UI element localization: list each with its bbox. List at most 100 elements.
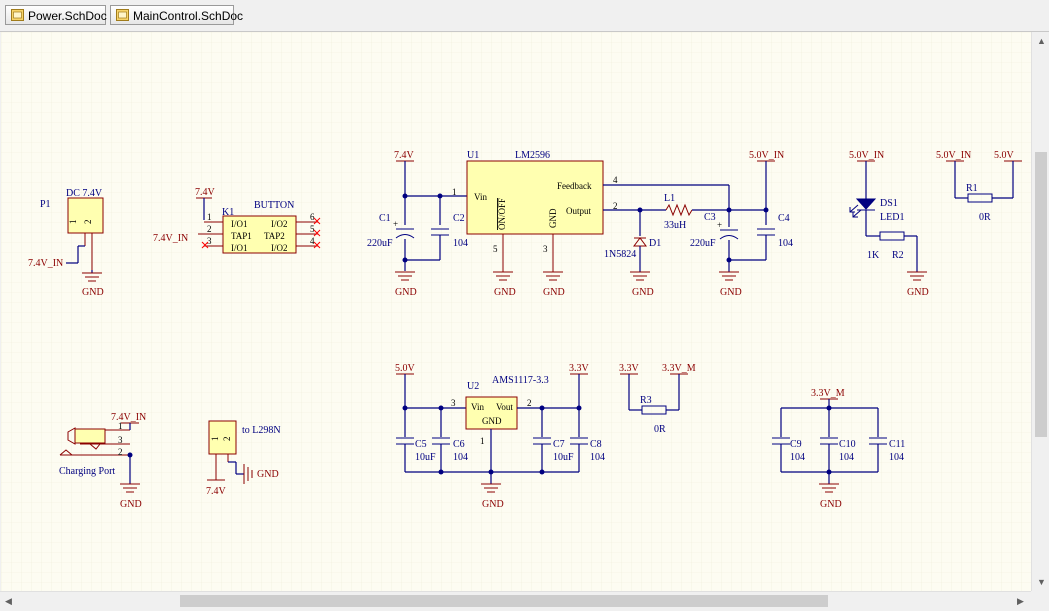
c5-value: 10uF bbox=[415, 452, 436, 463]
regulator-u2[interactable]: U2 AMS1117-3.3 Vin Vout GND 3 2 1 bbox=[451, 375, 549, 446]
svg-text:+: + bbox=[717, 220, 722, 230]
charging-port-label: Charging Port bbox=[59, 466, 115, 477]
led-ds1[interactable]: DS1 LED1 bbox=[849, 198, 904, 223]
c9-value: 104 bbox=[790, 452, 805, 463]
u2-pin1: 1 bbox=[480, 436, 485, 446]
net-7v4: 7.4V bbox=[195, 187, 216, 198]
c11-ref: C11 bbox=[889, 439, 905, 450]
c3-value: 220uF bbox=[690, 238, 716, 249]
charging-port[interactable]: 1 3 2 Charging Port bbox=[59, 421, 130, 477]
l1-ref: L1 bbox=[664, 193, 675, 204]
resistor-r3[interactable]: R3 0R bbox=[640, 395, 667, 435]
k1-tap2: TAP2 bbox=[264, 231, 285, 241]
horizontal-scroll-thumb[interactable] bbox=[180, 595, 828, 607]
u1-value: LM2596 bbox=[515, 150, 550, 161]
charging-pin1: 1 bbox=[118, 421, 123, 431]
c11-value: 104 bbox=[889, 452, 904, 463]
d1-value: 1N5824 bbox=[604, 249, 636, 260]
tab-maincontrol-schdoc[interactable]: MainControl.SchDoc bbox=[110, 5, 243, 25]
scroll-corner bbox=[1031, 591, 1049, 610]
decoupling-caps: 3.3V_M C9 104 C10 104 C11 104 bbox=[772, 388, 905, 510]
p1-value: DC 7.4V bbox=[66, 188, 103, 199]
net-7v4-in: 7.4V_IN bbox=[153, 233, 188, 244]
net-gnd: GND bbox=[82, 287, 104, 298]
c10-value: 104 bbox=[839, 452, 854, 463]
led-section: 5.0V_IN DS1 LED1 1K R2 GND bbox=[849, 150, 929, 298]
net-gnd: GND bbox=[494, 287, 516, 298]
u1-onoff-label: ON/OFF bbox=[497, 198, 507, 230]
net-5v0-in: 5.0V_IN bbox=[936, 150, 971, 161]
u1-ref: U1 bbox=[467, 150, 479, 161]
net-gnd: GND bbox=[120, 499, 142, 510]
u1-gnd-label: GND bbox=[548, 208, 558, 228]
u2-gnd-label: GND bbox=[482, 416, 502, 426]
k1-io1-a: I/O1 bbox=[231, 219, 248, 229]
r1-value: 0R bbox=[979, 212, 991, 223]
net-gnd: GND bbox=[395, 287, 417, 298]
k1-pin2: 2 bbox=[207, 224, 212, 234]
net-7v4: 7.4V bbox=[206, 486, 227, 497]
u1-vin-label: Vin bbox=[474, 192, 487, 202]
switch-k1[interactable]: 7.4V K1 BUTTON I/O1 I/O2 TAP1 TAP2 I/O1 … bbox=[153, 187, 321, 254]
horizontal-scrollbar[interactable]: ◀ ▶ bbox=[0, 591, 1031, 611]
net-3v3-m: 3.3V_M bbox=[811, 388, 845, 399]
capacitor-c1[interactable]: + C1 220uF bbox=[367, 213, 415, 249]
regulator-u1[interactable]: U1 LM2596 Vin ON/OFF GND Feedback Output… bbox=[452, 150, 618, 272]
c7-ref: C7 bbox=[553, 439, 565, 450]
k1-ref: K1 bbox=[222, 207, 234, 218]
scroll-up-icon[interactable]: ▲ bbox=[1037, 36, 1046, 46]
net-7v4-in: 7.4V_IN bbox=[111, 412, 146, 423]
r1-ref: R1 bbox=[966, 183, 978, 194]
k1-pin3: 3 bbox=[207, 236, 212, 246]
inductor-l1[interactable]: L1 33uH bbox=[664, 193, 693, 231]
r3-section: 3.3V 3.3V_M R3 0R bbox=[619, 363, 696, 435]
schematic-canvas[interactable]: P1 DC 7.4V 1 2 7.4V_IN GND 7.4V K1 BUTTO… bbox=[1, 32, 1031, 591]
k1-tap1: TAP1 bbox=[231, 231, 252, 241]
svg-text:+: + bbox=[393, 219, 398, 229]
k1-value: BUTTON bbox=[254, 200, 294, 211]
scroll-down-icon[interactable]: ▼ bbox=[1037, 577, 1046, 587]
u2-vin-label: Vin bbox=[471, 402, 484, 412]
c1-value: 220uF bbox=[367, 238, 393, 249]
connector-p1[interactable]: P1 DC 7.4V 1 2 7.4V_IN bbox=[28, 188, 104, 273]
net-3v3: 3.3V bbox=[619, 363, 640, 374]
r2-ref: R2 bbox=[892, 250, 904, 261]
p1-pin1: 1 bbox=[68, 220, 78, 225]
k1-pin6: 6 bbox=[310, 212, 315, 222]
u1-pin4: 4 bbox=[613, 175, 618, 185]
scroll-left-icon[interactable]: ◀ bbox=[5, 596, 12, 606]
net-gnd: GND bbox=[907, 287, 929, 298]
k1-pin4: 4 bbox=[310, 236, 315, 246]
resistor-r1[interactable]: R1 0R bbox=[966, 183, 993, 223]
vertical-scrollbar[interactable]: ▲ ▼ bbox=[1031, 32, 1049, 591]
tab-power-schdoc[interactable]: Power.SchDoc bbox=[5, 5, 107, 25]
net-7v4-in: 7.4V_IN bbox=[28, 258, 63, 269]
net-gnd: GND bbox=[632, 287, 654, 298]
k1-io2-b: I/O2 bbox=[271, 243, 288, 253]
u2-ref: U2 bbox=[467, 381, 479, 392]
c6-value: 104 bbox=[453, 452, 468, 463]
c8-value: 104 bbox=[590, 452, 605, 463]
ams1117-section: 5.0V U2 AMS1117-3.3 Vin Vout GND 3 2 1 3… bbox=[395, 363, 605, 510]
c4-ref: C4 bbox=[778, 213, 790, 224]
net-5v0-in: 5.0V_IN bbox=[849, 150, 884, 161]
u1-pin3: 3 bbox=[543, 244, 548, 254]
ds1-ref: DS1 bbox=[880, 198, 898, 209]
scroll-right-icon[interactable]: ▶ bbox=[1017, 596, 1024, 606]
charging-pin3: 3 bbox=[118, 435, 123, 445]
net-gnd: GND bbox=[257, 469, 279, 480]
c8-ref: C8 bbox=[590, 439, 602, 450]
net-3v3: 3.3V bbox=[569, 363, 590, 374]
tab-label: Power.SchDoc bbox=[28, 9, 107, 23]
capacitor-c3[interactable]: + C3 220uF bbox=[690, 212, 739, 249]
u2-vout-label: Vout bbox=[496, 402, 513, 412]
connector-l298n[interactable]: 1 2 to L298N bbox=[208, 420, 281, 480]
vertical-scroll-thumb[interactable] bbox=[1035, 152, 1047, 437]
u1-pin5: 5 bbox=[493, 244, 498, 254]
document-tab-bar: Power.SchDoc MainControl.SchDoc bbox=[0, 0, 1049, 32]
u1-feedback-label: Feedback bbox=[557, 181, 592, 191]
l298-pin2: 2 bbox=[222, 437, 232, 442]
ds1-value: LED1 bbox=[880, 212, 904, 223]
k1-pin1: 1 bbox=[207, 212, 212, 222]
k1-io2-a: I/O2 bbox=[271, 219, 288, 229]
